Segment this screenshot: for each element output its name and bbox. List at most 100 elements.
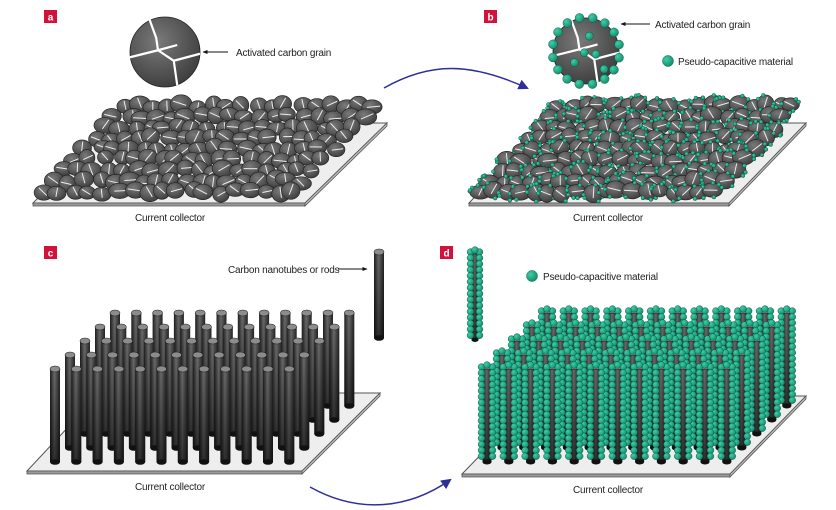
pseudo-capacitive-particle xyxy=(716,182,722,187)
grain-crack xyxy=(81,141,84,152)
pseudo-capacitive-particle xyxy=(718,148,723,153)
pseudo-capacitive-particle xyxy=(702,319,711,327)
grain-crack xyxy=(195,187,208,195)
pseudo-capacitive-particle xyxy=(664,139,669,144)
pseudo-capacitive-particle xyxy=(607,163,612,168)
rod-shade xyxy=(722,367,732,462)
rod-base xyxy=(504,459,514,465)
activated-carbon-grain-icon xyxy=(129,16,201,88)
pseudo-capacitive-particle xyxy=(728,147,734,152)
rod-base xyxy=(700,459,710,465)
carbon-grain xyxy=(281,181,301,200)
rod-shade xyxy=(752,339,762,434)
pseudo-capacitive-particle xyxy=(759,119,764,125)
grain-crack xyxy=(720,179,733,183)
pseudo-capacitive-particle xyxy=(553,64,563,75)
carbon-grain xyxy=(176,159,194,177)
rod-shade xyxy=(80,341,90,434)
pseudo-capacitive-particle xyxy=(536,191,541,196)
grain-crack xyxy=(120,135,131,141)
rod-shade xyxy=(284,369,295,462)
pseudo-capacitive-particle xyxy=(700,95,706,100)
rod-cap xyxy=(149,351,161,359)
pseudo-capacitive-legend-icon xyxy=(526,270,538,282)
grain-fragments xyxy=(548,13,624,89)
pseudo-capacitive-particle xyxy=(471,246,479,254)
grain-crack xyxy=(210,140,218,151)
grain-crack xyxy=(137,97,142,108)
grain-crack xyxy=(68,157,81,164)
grain-crack xyxy=(176,113,190,120)
pseudo-capacitive-particle xyxy=(562,18,573,28)
grain-crack xyxy=(239,112,250,120)
grain-crack xyxy=(81,188,91,196)
coated-carbon-grain-icon xyxy=(548,13,624,89)
rod-shade xyxy=(128,355,139,448)
pseudo-capacitive-particle xyxy=(599,74,610,84)
pseudo-capacitive-particle xyxy=(565,305,573,313)
grain-crack xyxy=(302,142,306,152)
grain-crack xyxy=(229,185,239,193)
pseudo-capacitive-particle xyxy=(564,176,569,181)
rod-shade xyxy=(150,355,161,448)
coated-nanotube xyxy=(586,361,606,465)
grain-crack xyxy=(733,163,738,175)
pseudo-capacitive-particle xyxy=(571,195,576,200)
grain-crack xyxy=(570,19,581,50)
grain-crack xyxy=(101,119,110,130)
carbon-nanotube xyxy=(373,248,385,341)
grain-crack xyxy=(117,122,121,133)
pseudo-capacitive-particle xyxy=(597,135,602,141)
rod-cap xyxy=(116,323,127,331)
rod-shade xyxy=(547,367,557,462)
pseudo-capacitive-particle xyxy=(619,452,627,460)
pseudo-capacitive-particle xyxy=(615,319,623,327)
grain-crack xyxy=(123,100,127,110)
pseudo-capacitive-particle xyxy=(770,104,775,109)
grain-crack xyxy=(574,141,582,151)
pseudo-capacitive-particle xyxy=(782,119,787,124)
rod-shade xyxy=(71,369,82,462)
rod-cap xyxy=(171,351,182,359)
pseudo-capacitive-particle xyxy=(592,95,597,100)
pseudo-capacitive-particle xyxy=(537,175,543,180)
pseudo-capacitive-particle xyxy=(541,347,550,355)
grain-crack xyxy=(226,108,232,118)
pseudo-capacitive-particle xyxy=(714,130,719,135)
pseudo-capacitive-particle xyxy=(513,333,521,341)
pseudo-capacitive-particle xyxy=(743,170,748,175)
pseudo-capacitive-particle xyxy=(728,137,734,142)
pseudo-capacitive-particle xyxy=(562,138,567,143)
pseudo-capacitive-particle xyxy=(654,127,659,133)
rod-shade xyxy=(229,341,240,434)
grain-crack xyxy=(296,178,305,187)
pseudo-capacitive-particle xyxy=(657,107,662,113)
pseudo-capacitive-particle xyxy=(687,161,692,166)
pseudo-capacitive-particle xyxy=(585,347,593,355)
rod-shade xyxy=(591,367,601,462)
grain-crack xyxy=(105,145,116,150)
rod-shade xyxy=(329,327,340,420)
carbon-nanotube xyxy=(198,365,210,465)
rod-base xyxy=(471,338,479,342)
pseudo-capacitive-particle xyxy=(717,452,725,460)
grain-crack xyxy=(593,59,599,83)
pseudo-capacitive-particle xyxy=(528,125,533,130)
coated-nanotube xyxy=(777,305,796,409)
grain-crack xyxy=(736,123,749,128)
panel-label-b: b xyxy=(484,10,497,24)
pseudo-capacitive-particle xyxy=(788,396,796,404)
coated-nanotube xyxy=(762,319,781,423)
pseudo-capacitive-particle xyxy=(563,347,572,355)
coated-nanotube xyxy=(652,361,671,465)
grain-crack xyxy=(195,143,201,153)
rod-base xyxy=(156,459,167,465)
rod-base xyxy=(177,459,188,465)
pseudo-capacitive-particle xyxy=(758,424,766,432)
pseudo-capacitive-particle xyxy=(588,165,593,170)
pseudo-capacitive-particle xyxy=(609,65,619,75)
grain-crack xyxy=(623,189,638,192)
pseudo-capacitive-particle xyxy=(586,305,595,313)
pseudo-capacitive-particle xyxy=(505,361,513,369)
pseudo-capacitive-particle xyxy=(551,126,557,131)
